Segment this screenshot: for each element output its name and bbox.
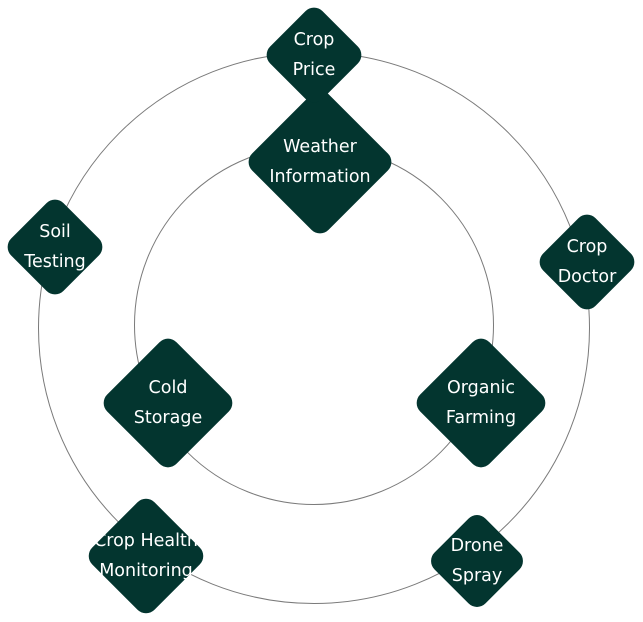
label-line-1: Crop	[293, 30, 335, 50]
node-label: Cold Storage	[134, 373, 202, 433]
node-weather-information[interactable]: Weather Information	[240, 82, 400, 242]
label-line-2: Price	[292, 60, 336, 80]
label-line-2: Testing	[24, 252, 86, 272]
label-line-2: Monitoring	[99, 561, 193, 581]
label-line-1: Weather	[283, 137, 357, 157]
label-line-1: Organic	[446, 378, 516, 398]
node-label: Weather Information	[269, 132, 370, 192]
node-label: Drone Spray	[451, 531, 504, 591]
label-line-2: Spray	[451, 566, 503, 586]
node-label: Soil Testing	[24, 217, 86, 277]
label-line-2: Farming	[445, 408, 517, 428]
label-line-1: Crop Health	[94, 531, 198, 551]
node-label: Crop Health Monitoring	[90, 526, 202, 586]
label-line-1: Crop	[566, 237, 608, 257]
label-line-1: Drone	[450, 536, 504, 556]
node-drone-spray[interactable]: Drone Spray	[422, 506, 532, 616]
label-line-2: Information	[269, 167, 371, 187]
node-label: Crop Price	[293, 25, 336, 85]
label-line-1: Cold	[148, 378, 188, 398]
node-crop-doctor[interactable]: Crop Doctor	[532, 207, 642, 317]
node-crop-price[interactable]: Crop Price	[259, 0, 369, 110]
label-line-1: Soil	[39, 222, 71, 242]
node-cold-storage[interactable]: Cold Storage	[98, 333, 238, 473]
node-label: Crop Doctor	[547, 232, 627, 292]
node-organic-farming[interactable]: Organic Farming	[411, 333, 551, 473]
label-line-2: Storage	[133, 408, 203, 428]
label-line-2: Doctor	[557, 267, 617, 287]
node-soil-testing[interactable]: Soil Testing	[0, 192, 110, 302]
node-crop-health-monitoring[interactable]: Crop Health Monitoring	[81, 491, 211, 621]
node-label: Organic Farming	[446, 373, 516, 433]
